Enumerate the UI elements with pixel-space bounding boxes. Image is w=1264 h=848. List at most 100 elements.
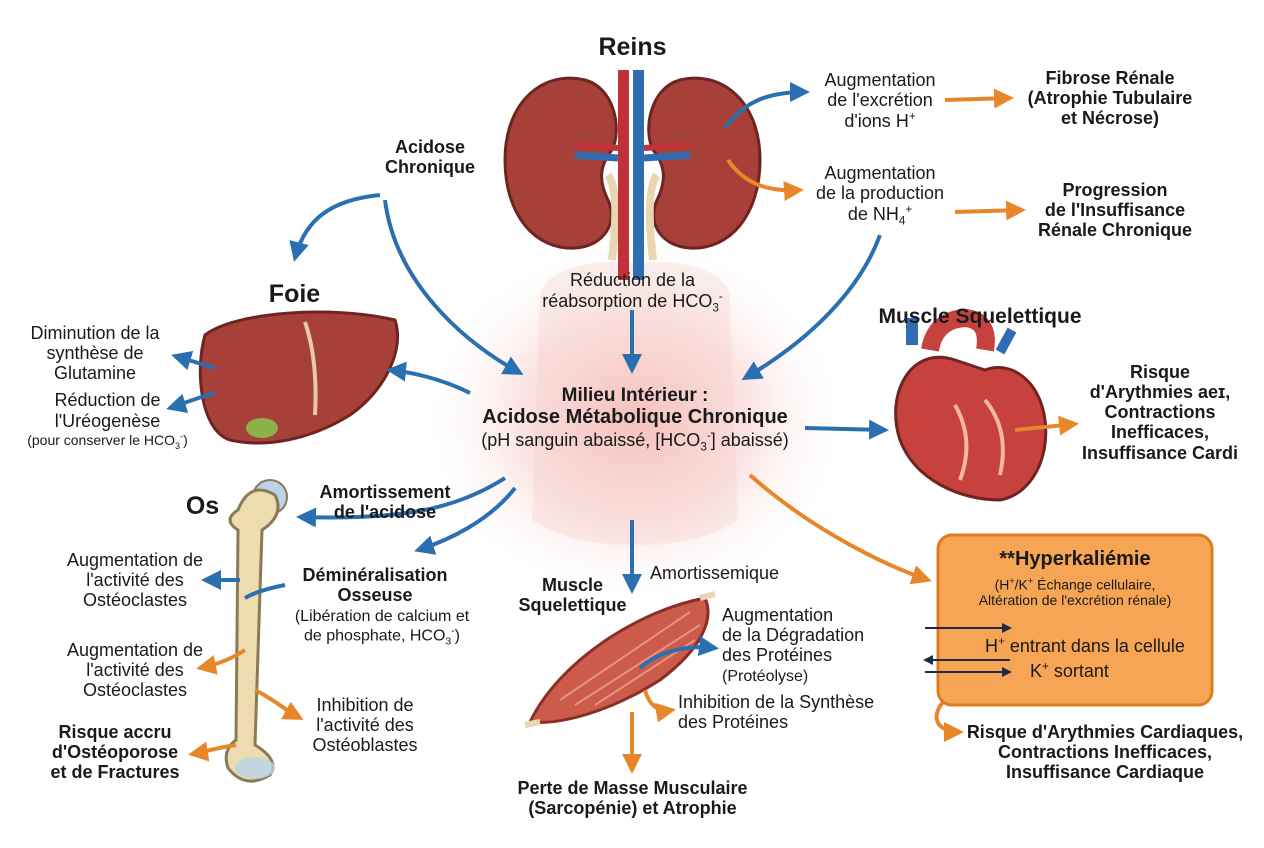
bone-demin-detail-close: ) [454,627,460,645]
kidney-effect1-line1: Augmentation [824,70,936,90]
hyperkalemia-k-out: K+ sortant [1030,660,1180,681]
blue-arrows [166,82,889,670]
hyperkalemia-subtitle: (H+/K+ Échange cellulaire, Altération de… [945,576,1205,609]
bone-effect3-line2: l'activité des [316,715,414,736]
kidney-effect1-line3: d'ions H [844,111,909,132]
hk-sub-k-sup: + [1027,576,1034,586]
liver-effect-ureogenesis: Réduction de l'Uréogenèse (pour conserve… [5,390,210,451]
heart-risk-line1: Risque [1129,362,1190,382]
bone-effect3-line3: Ostéoblastes [312,735,418,756]
hk-sub-h-sup: + [1009,576,1015,586]
central-title-line2: Acidose Métabolique Chronique [482,406,788,429]
kidneys-title: Reins [598,33,667,61]
muscle-effect1-line4: (Protéolyse) [722,668,809,686]
liver-title: Foie [268,280,321,308]
muscle-illustration [524,591,716,728]
kidney-outcome2-line2: de l'Insuffisance [1044,200,1186,221]
hyperkalemia-h-in: H+ entrant dans la cellule [985,635,1210,656]
bone-effect1-line3: Ostéoclastes [82,590,188,611]
liver-effect2-line1: Réduction de [54,390,161,410]
hk-h-in-sup: + [998,635,1005,648]
kidney-effect2-sub: 4 [898,214,906,228]
bone-title: Os [185,492,220,520]
central-sub-part1: (pH sanguin abaissé, [HCO [481,429,701,450]
reabsorption-line1: Réduction de la [569,270,696,290]
liver-effect-glutamine: Diminution de la synthèse de Glutamine [15,323,175,383]
muscle-effect1-line2: de la Dégradation [722,625,865,646]
hk-sub-line2: Altération de l'excrétion rénale) [978,592,1172,609]
bone-demin-detail-sup: - [451,625,455,637]
bone-demineralization-detail: (Libération de calcium et de phosphate, … [282,608,482,648]
liver-effect1-line2: synthèse de [46,343,144,364]
central-sub-sup: - [706,428,711,442]
kidney-effect2-line1: Augmentation [824,163,936,183]
bone-demin-line2: Osseuse [337,585,413,606]
muscle-outcome: Perte de Masse Musculaire (Sarcopénie) e… [505,778,760,818]
bone-effect1-line2: l'activité des [86,570,184,591]
muscle-effect1-line3: des Protéines [722,645,833,666]
torso-glow [420,235,850,605]
muscle-effect-synthesis-inhibition: Inhibition de la Synthèse des Protéines [678,692,898,732]
bone-effect2-line3: Ostéoclastes [82,680,188,701]
bone-effect2-line2: l'activité des [86,660,184,681]
bone-effect2-line1: Augmentation de [66,640,204,660]
bone-effect-osteoclasts-1: Augmentation de l'activité des Ostéoclas… [60,550,210,610]
kidney-effect-nh4-production: Augmentation de la production de NH4+ [800,163,960,228]
kidney-effect-h-excretion: Augmentation de l'excrétion d'ions H+ [800,70,960,131]
liver-illustration [198,310,400,445]
acidose-chronique-label: Acidose Chronique [375,137,485,177]
hk-risk-line1: Risque d'Arythmies Cardiaques, [966,722,1244,742]
bone-demineralization: Déminéralisation Osseuse [295,565,455,605]
liver-effect2-sub: 3 [175,441,181,452]
muscle-effect2-line2: des Protéines [678,712,789,733]
hk-k-out-sup: + [1042,660,1049,673]
bone-demin-detail-line2: de phosphate, HCO [304,627,446,645]
kidney-effect2-line2: de la production [815,183,945,204]
acidose-line2: Chronique [385,157,475,178]
kidney-reabsorption-label: Réduction de la réabsorption de HCO3- [530,270,735,315]
kidney-effect2-line3: de NH [847,204,899,225]
kidney-outcome1-line1: Fibrose Rénale [1045,68,1175,88]
muscle-buffer-label: Amortissemique [650,563,780,583]
muscle-outcome-line2: (Sarcopénie) et Atrophie [528,798,737,819]
hk-risk-line2: Contractions Inefficaces, [997,742,1213,763]
heart-risk: Risque d'Arythmies aeɪ, Contractions Ine… [1065,362,1255,463]
heart-risk-line3: Contractions [1104,402,1216,423]
muscle-effect1-line1: Augmentation [722,605,834,625]
hk-k-out-text: sortant [1048,661,1109,681]
orange-arrows [188,88,1079,774]
muscle-effect2-line1: Inhibition de la Synthèse [678,692,875,712]
muscle-title: Muscle Squelettique [510,575,635,615]
hk-sub-exchange: Échange cellulaire, [1033,576,1156,593]
heart-risk-line4: Inefficaces, [1110,422,1210,443]
heart-illustration [894,308,1048,502]
central-condition: Milieu Intérieur : Acidose Métabolique C… [470,385,800,453]
kidney-effect2-sup: + [905,203,913,217]
hk-k-out-ion: K [1030,661,1043,681]
kidney-outcome1-line3: et Nécrose) [1060,108,1160,129]
kidneys-illustration [503,70,762,280]
bone-buffer-line1: Amortissement [319,482,451,502]
bone-buffer-label: Amortissement de l'acidose [305,482,465,522]
bone-effect-osteoblasts: Inhibition de l'activité des Ostéoblaste… [295,695,435,755]
bone-demin-detail-sub: 3 [445,636,452,648]
liver-effect1-line3: Glutamine [53,363,137,384]
muscle-title-line1: Muscle [541,575,604,595]
kidney-outcome-ckd-progression: Progression de l'Insuffisance Rénale Chr… [1020,180,1210,240]
bone-demin-line1: Déminéralisation [302,565,448,585]
liver-effect2-close: ) [183,432,188,449]
bone-demin-detail-line1: (Libération de calcium et [294,608,470,625]
muscle-outcome-line1: Perte de Masse Musculaire [517,778,748,798]
kidney-outcome2-line3: Rénale Chronique [1037,220,1193,241]
central-sub-sub: 3 [700,440,707,454]
liver-effect2-sup: - [180,431,184,442]
hk-risk-line3: Insuffisance Cardiaque [1005,762,1205,783]
hk-h-in-ion: H [985,636,998,656]
heart-risk-line2: d'Arythmies aeɪ, [1089,382,1231,403]
bone-effect1-line1: Augmentation de [66,550,204,570]
reabsorption-sup: - [718,290,723,304]
hk-sub-k: /K [1014,576,1028,593]
kidney-outcome2-line1: Progression [1062,180,1168,200]
acidose-line1: Acidose [394,137,466,157]
